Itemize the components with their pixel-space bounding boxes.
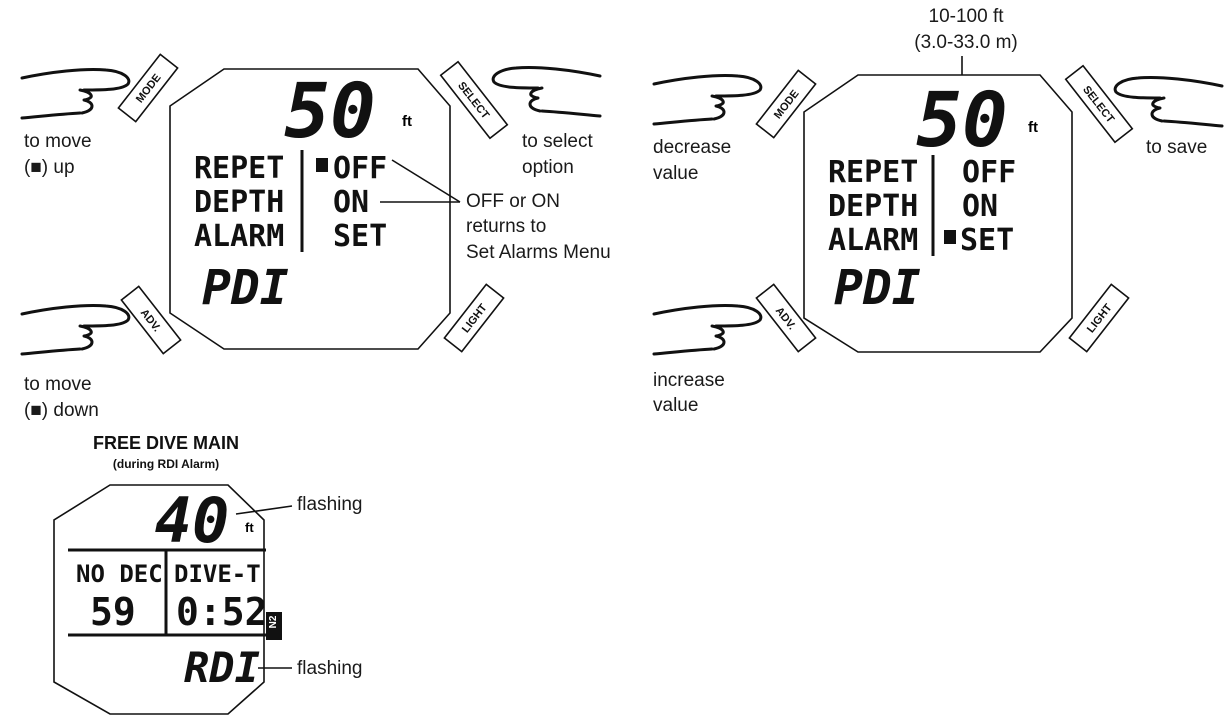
light-button[interactable]: LIGHT <box>443 283 505 353</box>
pdi-label: PDI <box>834 260 921 316</box>
depth-unit: ft <box>402 113 412 130</box>
select-caption-line2: option <box>522 157 574 178</box>
left-watch-display <box>169 68 451 350</box>
menu-option-set[interactable]: SET <box>333 219 387 254</box>
adv-caption-line2: (■) down <box>24 400 99 421</box>
right-watch-display <box>803 74 1073 353</box>
menu-label-repet: REPET <box>828 155 918 190</box>
range-line1: 10-100 ft <box>929 6 1005 27</box>
callout-line3: Set Alarms Menu <box>466 242 611 263</box>
callout-leader-off <box>391 159 461 203</box>
depth-value: 50 <box>916 75 1008 164</box>
menu-option-off[interactable]: OFF <box>333 151 387 186</box>
menu-option-off[interactable]: OFF <box>962 155 1016 190</box>
left-panel: MODE SELECT ADV. LIGHT 50 ft REPET DEPTH… <box>20 53 611 421</box>
pdi-label: PDI <box>202 260 289 316</box>
bottom-watch-display <box>53 484 265 715</box>
square-bullet-icon <box>316 158 328 172</box>
mode-caption-line2: value <box>653 163 698 184</box>
select-caption-line1: to select <box>522 131 593 152</box>
flashing-leader-top <box>235 505 293 515</box>
range-line2: (3.0-33.0 m) <box>914 32 1017 53</box>
callout-line1: OFF or ON <box>466 191 560 212</box>
right-panel: 10-100 ft (3.0-33.0 m) MODE SELECT ADV. … <box>652 6 1224 416</box>
flashing-caption-top: flashing <box>297 494 363 515</box>
menu-option-set[interactable]: SET <box>960 223 1014 258</box>
mode-button[interactable]: MODE <box>117 53 179 123</box>
depth-value: 50 <box>284 66 376 155</box>
pointing-hand-icon <box>20 67 131 120</box>
free-dive-title: FREE DIVE MAIN <box>93 433 239 453</box>
pointing-hand-icon <box>652 303 763 356</box>
adv-caption-line2: value <box>653 395 698 416</box>
n2-badge: N2 <box>266 612 282 640</box>
adv-caption-line1: increase <box>653 370 725 391</box>
light-button[interactable]: LIGHT <box>1068 283 1130 353</box>
menu-option-on[interactable]: ON <box>333 185 369 220</box>
no-dec-value: 59 <box>90 590 136 634</box>
bottom-panel: FREE DIVE MAIN (during RDI Alarm) 40 ft … <box>53 433 363 715</box>
dive-time-value: 0:52 <box>176 590 268 634</box>
pointing-hand-icon <box>652 73 763 126</box>
pointing-hand-icon <box>1113 75 1224 128</box>
mode-caption-line1: decrease <box>653 137 731 158</box>
mode-caption-line1: to move <box>24 131 92 152</box>
dive-time-header: DIVE-T <box>174 560 261 588</box>
depth-value: 40 <box>155 484 230 557</box>
n2-badge-label: N2 <box>268 615 279 628</box>
adv-caption-line1: to move <box>24 374 92 395</box>
menu-label-alarm: ALARM <box>828 223 918 258</box>
depth-unit: ft <box>1028 119 1038 136</box>
select-caption-line1: to save <box>1146 137 1207 158</box>
menu-label-depth: DEPTH <box>194 185 284 220</box>
flashing-caption-bottom: flashing <box>297 658 363 679</box>
square-bullet-icon <box>944 230 956 244</box>
callout-line2: returns to <box>466 216 546 237</box>
menu-label-depth: DEPTH <box>828 189 918 224</box>
depth-unit: ft <box>245 520 254 535</box>
rdi-label: RDI <box>184 643 260 692</box>
menu-option-on[interactable]: ON <box>962 189 998 224</box>
free-dive-subtitle: (during RDI Alarm) <box>113 457 219 471</box>
mode-caption-line2: (■) up <box>24 157 75 178</box>
menu-label-alarm: ALARM <box>194 219 284 254</box>
pointing-hand-icon <box>491 65 602 118</box>
select-button[interactable]: SELECT <box>1064 64 1134 144</box>
no-dec-header: NO DEC <box>76 560 163 588</box>
pointing-hand-icon <box>20 303 131 356</box>
menu-label-repet: REPET <box>194 151 284 186</box>
